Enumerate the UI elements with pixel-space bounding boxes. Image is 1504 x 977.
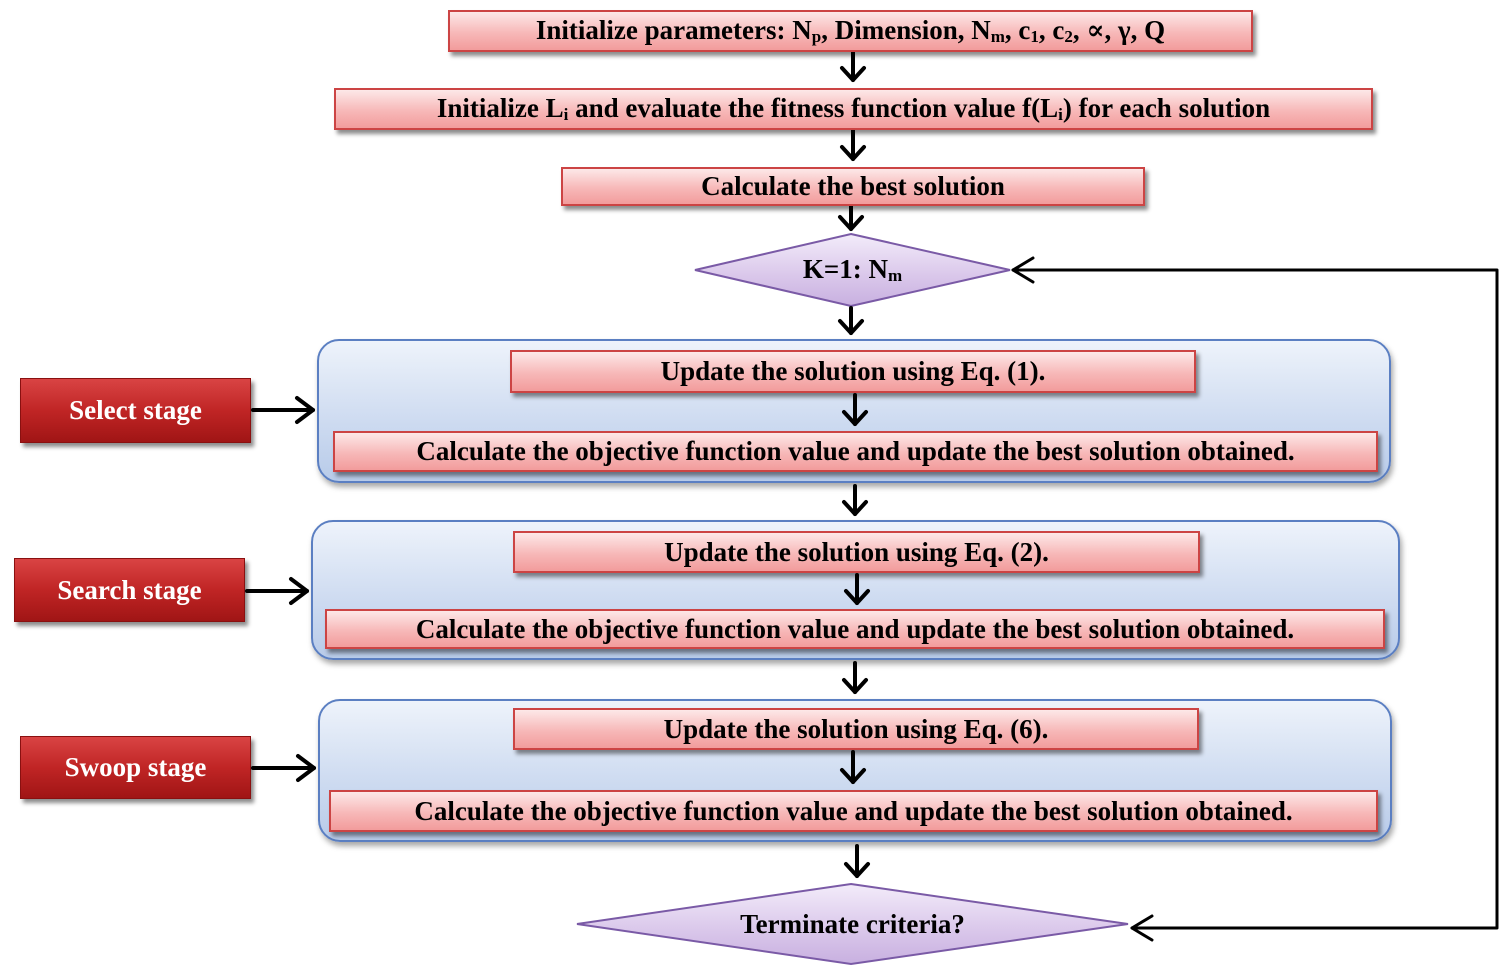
arrowhead-search-label <box>289 577 309 605</box>
search-stage-label: Search stage <box>14 558 245 622</box>
arrowhead-select-internal <box>842 410 868 426</box>
select-update-box: Update the solution using Eq. (1). <box>510 350 1196 393</box>
arrowhead-best-to-loop <box>838 215 864 231</box>
swoop-calculate-text: Calculate the objective function value a… <box>414 795 1293 826</box>
select-update-text: Update the solution using Eq. (1). <box>660 356 1046 386</box>
arrowhead-swoop-internal <box>840 768 866 784</box>
init-parameters-box: Initialize parameters: Np, Dimension, Nm… <box>448 10 1253 52</box>
best-solution-text: Calculate the best solution <box>701 171 1005 201</box>
arrowhead-search-internal <box>844 589 870 605</box>
feedback-arrowhead-loop <box>1011 256 1035 284</box>
terminate-diamond <box>576 882 1129 966</box>
arrowhead-init-to-best <box>840 145 866 161</box>
arrowhead-select-to-search <box>842 500 868 516</box>
swoop-update-box: Update the solution using Eq. (6). <box>513 708 1199 750</box>
search-calculate-text: Calculate the objective function value a… <box>415 613 1295 644</box>
search-calculate-box: Calculate the objective function value a… <box>325 609 1385 649</box>
init-li-box: Initialize Li and evaluate the fitness f… <box>334 88 1373 130</box>
arrowhead-select-label <box>295 396 315 424</box>
arrowhead-swoop-label <box>296 754 316 782</box>
best-solution-box: Calculate the best solution <box>561 167 1145 206</box>
feedback-loop-line <box>1011 268 1499 930</box>
search-update-box: Update the solution using Eq. (2). <box>513 531 1200 573</box>
swoop-calculate-box: Calculate the objective function value a… <box>329 790 1378 832</box>
terminate-diamond-label: Terminate criteria? <box>740 908 965 939</box>
init-li-text: Initialize Li and evaluate the fitness f… <box>436 93 1271 124</box>
swoop-update-text: Update the solution using Eq. (6). <box>663 713 1049 744</box>
init-parameters-text: Initialize parameters: Np, Dimension, Nm… <box>535 15 1166 46</box>
select-calculate-text: Calculate the objective function value a… <box>416 436 1295 466</box>
loop-diamond-label: K=1: Nm <box>802 254 903 285</box>
arrowhead-params-to-init <box>840 66 866 82</box>
swoop-stage-label: Swoop stage <box>20 736 251 799</box>
arrowhead-search-to-swoop <box>842 678 868 694</box>
feedback-arrowhead-terminate <box>1130 914 1154 942</box>
select-calculate-box: Calculate the objective function value a… <box>333 431 1378 472</box>
select-stage-label: Select stage <box>20 378 251 443</box>
search-update-text: Update the solution using Eq. (2). <box>664 536 1049 567</box>
arrowhead-swoop-to-terminate <box>844 862 870 878</box>
arrowhead-loop-to-select <box>838 319 864 335</box>
